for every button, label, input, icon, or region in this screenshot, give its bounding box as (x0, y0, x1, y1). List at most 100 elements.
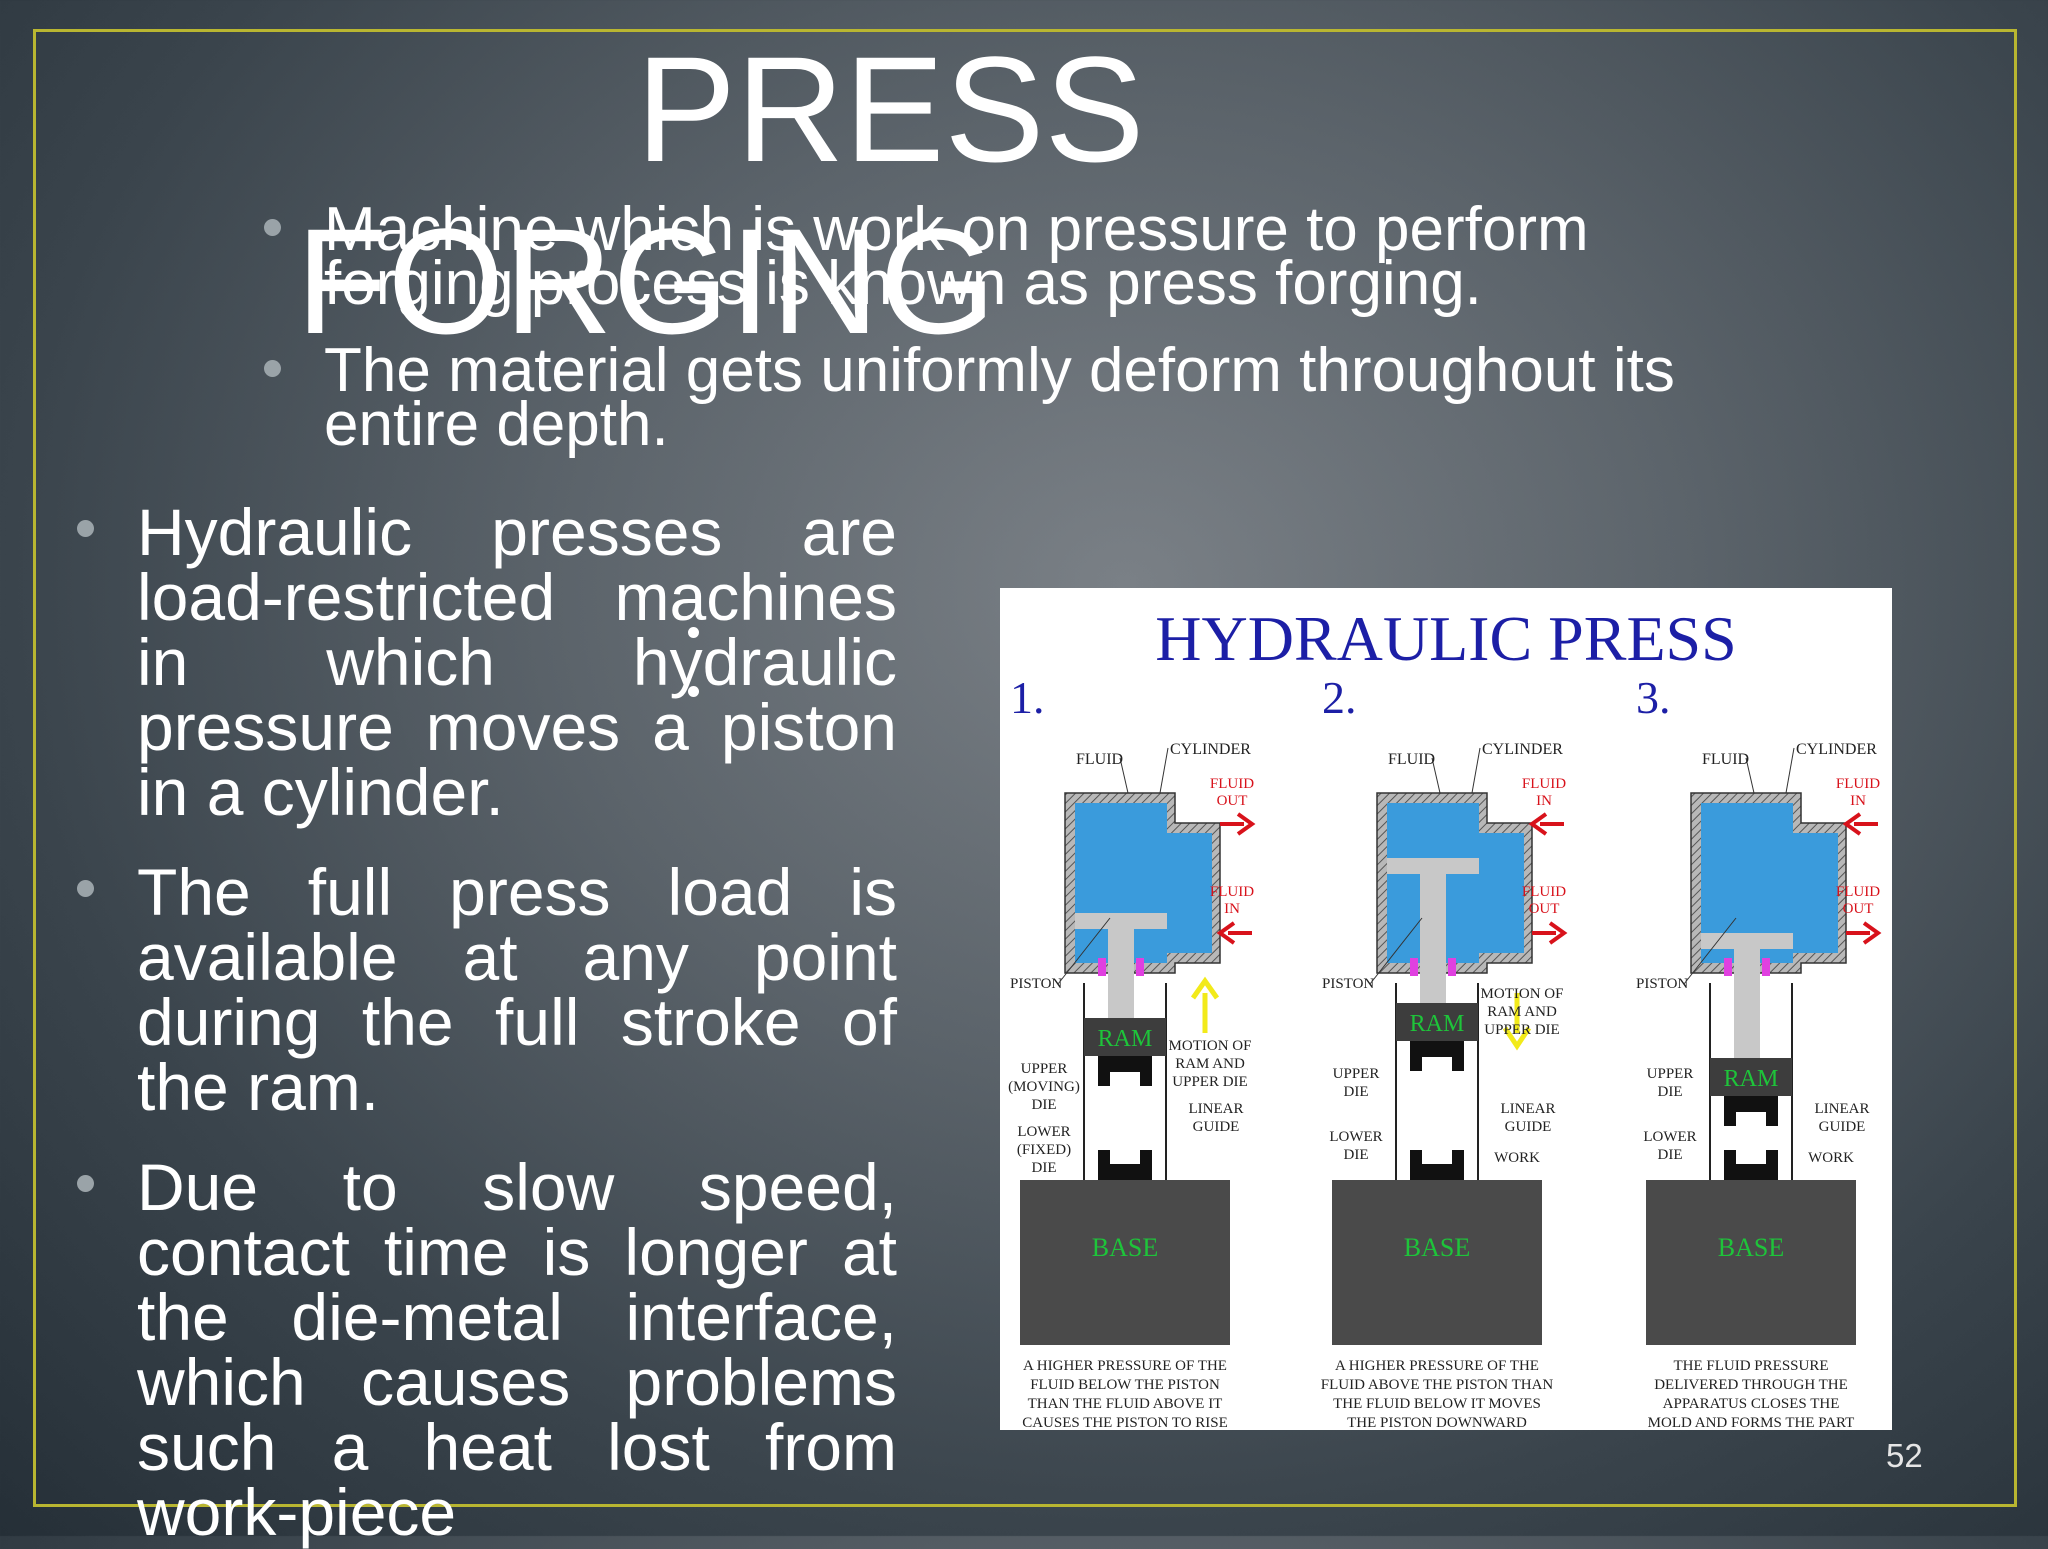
port-top-label: IN (1850, 793, 1866, 809)
flow-arrow (1528, 812, 1548, 836)
port-bottom-label: OUT (1843, 901, 1874, 917)
upper-die-label: UPPER (1333, 1066, 1380, 1082)
upper-die-label: (MOVING) (1008, 1079, 1080, 1095)
piston-label: PISTON (1322, 976, 1374, 992)
motion-label: MOTION OF (1169, 1038, 1252, 1054)
top-bullet-2-line1: The material gets uniformly deform throu… (324, 336, 1675, 405)
motion-label: UPPER DIE (1484, 1022, 1559, 1038)
lower-die-label: DIE (1032, 1160, 1057, 1176)
linear-guide-label: GUIDE (1819, 1119, 1866, 1135)
hydraulic-press-svg: HYDRAULIC PRESS 1.FLUIDCYLINDERFLUIDOUTF… (1008, 603, 1882, 1430)
flow-arrow (1862, 921, 1882, 945)
seal (1448, 958, 1456, 976)
top-bullet-1: Machine which is work on pressure to per… (324, 199, 1589, 318)
port-bottom-label: FLUID (1522, 884, 1566, 900)
seal (1136, 958, 1144, 976)
panel-number: 1. (1010, 672, 1045, 723)
left-bullet-line: The full press load is (137, 855, 897, 929)
upper-die-label: DIE (1032, 1097, 1057, 1113)
top-bullet-1-line2: forging process is known as press forgin… (324, 249, 1482, 318)
lower-die-label: (FIXED) (1017, 1142, 1071, 1158)
left-bullet-line: available at any point (137, 920, 897, 994)
panel-number: 2. (1322, 672, 1357, 723)
upper-die-label: UPPER (1647, 1066, 1694, 1082)
lower-die-label: LOWER (1329, 1129, 1382, 1145)
left-bullet-line: in which hydraulic (137, 625, 897, 699)
ram-label: RAM (1098, 1026, 1153, 1052)
motion-arrow-head (1502, 1026, 1532, 1051)
lower-die-label: LOWER (1643, 1129, 1696, 1145)
lower-die (1724, 1150, 1778, 1180)
seal (1724, 958, 1732, 976)
motion-label: MOTION OF (1481, 986, 1564, 1002)
leader-line (1785, 747, 1795, 794)
motion-arrow-head (1190, 976, 1220, 1000)
seal (1098, 958, 1106, 976)
panel-caption: FLUID ABOVE THE PISTON THAN (1321, 1377, 1554, 1393)
ram-block (1710, 1058, 1792, 1096)
top-bullet-2-line2: entire depth. (324, 390, 669, 459)
slide-title-line1: PRESS (636, 25, 1145, 193)
diagram-title: HYDRAULIC PRESS (1155, 603, 1736, 674)
panel-caption: A HIGHER PRESSURE OF THE (1335, 1358, 1539, 1374)
flow-arrow (1548, 921, 1568, 945)
upper-die (1724, 1096, 1778, 1126)
flow-arrow (1216, 921, 1236, 945)
work-label: WORK (1808, 1150, 1854, 1166)
piston-label: PISTON (1636, 976, 1688, 992)
fluid-region (1701, 803, 1838, 963)
panel-caption: CAUSES THE PISTON TO RISE (1022, 1415, 1228, 1430)
cylinder-label: CYLINDER (1482, 741, 1563, 758)
panel-caption: THE FLUID BELOW IT MOVES (1333, 1396, 1541, 1412)
ram-block (1396, 1003, 1478, 1041)
left-bullet-line: in a cylinder. (137, 755, 504, 829)
lower-die-label: DIE (1344, 1147, 1369, 1163)
left-bullet-line: contact time is longer at (137, 1215, 897, 1289)
base-label: BASE (1718, 1233, 1784, 1262)
port-bottom-label: FLUID (1836, 884, 1880, 900)
stray-dot (688, 627, 699, 638)
piston-rod (1108, 913, 1134, 1018)
left-bullet-line: such a heat lost from (137, 1410, 897, 1484)
panel-caption: THE PISTON DOWNWARD (1347, 1415, 1527, 1430)
motion-label: RAM AND (1487, 1004, 1557, 1020)
base-block (1646, 1180, 1856, 1345)
motion-label: UPPER DIE (1172, 1074, 1247, 1090)
panel-caption: DELIVERED THROUGH THE (1654, 1377, 1848, 1393)
top-bullet-2: The material gets uniformly deform throu… (324, 336, 1675, 459)
bullet-dot (77, 520, 94, 537)
panel-caption: APPARATUS CLOSES THE (1663, 1396, 1840, 1412)
fluid-label: FLUID (1702, 751, 1749, 768)
panel-caption: FLUID BELOW THE PISTON (1030, 1377, 1220, 1393)
port-top-label: IN (1536, 793, 1552, 809)
piston-label: PISTON (1010, 976, 1062, 992)
left-bullet-line: the ram. (137, 1050, 380, 1124)
bullet-dot (264, 360, 281, 377)
piston-rod (1734, 933, 1760, 1058)
cylinder-label: CYLINDER (1170, 741, 1251, 758)
left-bullet-3: Due to slow speed,contact time is longer… (137, 1154, 897, 1545)
leader-line (1159, 747, 1169, 794)
linear-guide-label: GUIDE (1505, 1119, 1552, 1135)
ram-label: RAM (1410, 1011, 1465, 1037)
port-bottom-label: IN (1224, 901, 1240, 917)
port-bottom-label: OUT (1529, 901, 1560, 917)
work-label: WORK (1494, 1150, 1540, 1166)
leader-line (1431, 757, 1441, 794)
seal (1410, 958, 1418, 976)
lower-die (1410, 1150, 1464, 1180)
panel-caption: A HIGHER PRESSURE OF THE (1023, 1358, 1227, 1374)
left-bullet-line: during the full stroke of (137, 985, 897, 1059)
port-top-label: FLUID (1836, 776, 1880, 792)
bullet-dot (264, 219, 281, 236)
leader-line (1471, 747, 1481, 794)
port-top-label: OUT (1217, 793, 1248, 809)
upper-die-label: DIE (1344, 1084, 1369, 1100)
leader-line (1057, 917, 1111, 985)
lower-die-label: LOWER (1017, 1124, 1070, 1140)
page-number: 52 (1886, 1437, 1923, 1474)
linear-guide-label: LINEAR (1501, 1101, 1556, 1117)
